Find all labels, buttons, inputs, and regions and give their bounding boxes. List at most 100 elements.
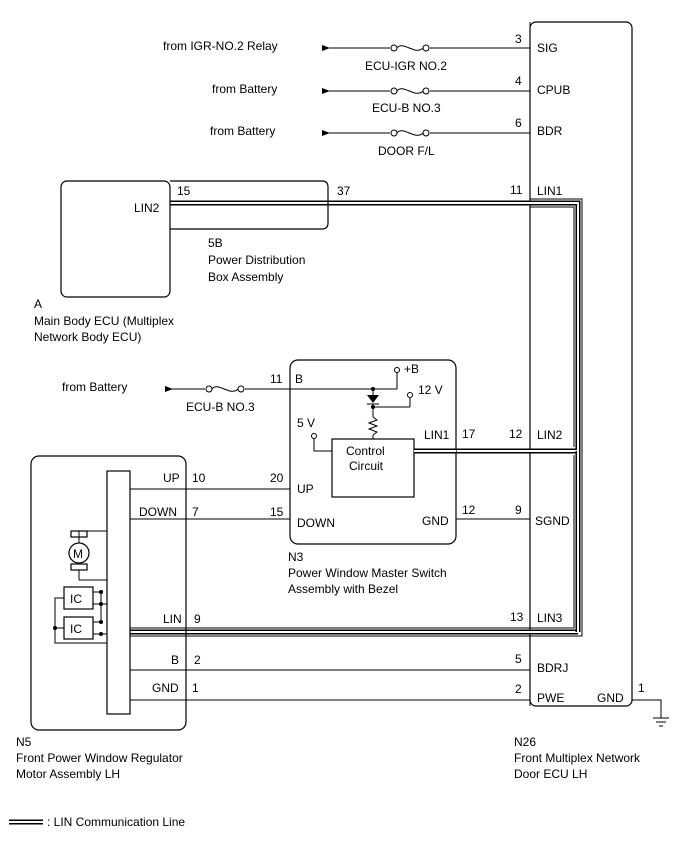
motor-name-line1: Front Power Window Regulator	[16, 751, 183, 765]
main-body-ecu-outline	[60, 180, 171, 298]
pin-lin3-label: LIN3	[537, 611, 563, 625]
pin-bdr-label: BDR	[537, 124, 563, 138]
motor-code: N5	[16, 735, 32, 749]
pin-lin2-label: LIN2	[537, 428, 563, 442]
source-battery-2-label: from Battery	[210, 124, 275, 138]
master-switch: N3 Power Window Master Switch Assembly w…	[62, 359, 476, 596]
ms-pin-down-label: DOWN	[297, 516, 335, 530]
control-circuit-label-line1: Control	[346, 444, 385, 458]
motor-pin-lin-num: 9	[194, 612, 201, 626]
master-switch-code: N3	[288, 550, 304, 564]
ic-block-1-label: IC	[70, 592, 82, 606]
pdb-outline	[170, 180, 329, 230]
pdb-code: 5B	[208, 236, 223, 250]
pin-pwe-num: 2	[515, 682, 522, 696]
pdb-pin-num: 37	[337, 184, 351, 198]
pin-pwe-label: PWE	[537, 691, 564, 705]
motor-pin-b-num: 2	[194, 653, 201, 667]
power-supply-wires: from IGR-NO.2 Relay ECU-IGR NO.2 from Ba…	[163, 39, 530, 158]
fuse-door-label: DOOR F/L	[378, 144, 435, 158]
pin-sig-label: SIG	[537, 41, 558, 55]
pin-cpub-num: 4	[515, 74, 522, 88]
motor-internal-bus	[106, 470, 131, 715]
motor-pin-down-label: DOWN	[139, 505, 177, 519]
pin-bdr-num: 6	[515, 116, 522, 130]
main-body-ecu-name-line2: Network Body ECU)	[34, 330, 141, 344]
pin-cpub-label: CPUB	[537, 83, 570, 97]
motor-pin-gnd-label: GND	[152, 681, 179, 695]
motor-symbol-label: M	[73, 547, 83, 561]
pin-gnd-num: 1	[638, 681, 645, 695]
fuse-door-symbol	[390, 129, 430, 137]
fuse-ecub1-symbol	[390, 87, 430, 95]
ms-pin-down-num: 15	[270, 505, 284, 519]
ground-icon	[632, 699, 669, 727]
main-body-ecu-name-line1: Main Body ECU (Multiplex	[34, 314, 174, 328]
motor-pin-b-label: B	[171, 653, 179, 667]
door-ecu: N26 Front Multiplex Network Door ECU LH …	[509, 21, 645, 781]
motor-pin-lin-label: LIN	[163, 612, 182, 626]
fuse-igr-label: ECU-IGR NO.2	[365, 59, 447, 73]
pin-bdrj-num: 5	[515, 652, 522, 666]
motor-symbol	[68, 542, 90, 564]
v12-terminal	[407, 392, 413, 398]
motor-pin-up-label: UP	[163, 471, 180, 485]
motor-assembly: N5 Front Power Window Regulator Motor As…	[16, 455, 206, 781]
signal-wires	[130, 488, 530, 701]
pin-sig-num: 3	[515, 32, 522, 46]
door-ecu-name-line1: Front Multiplex Network	[514, 751, 641, 765]
pin-lin1-num: 11	[510, 183, 523, 197]
v12-label: 12 V	[418, 383, 443, 397]
master-switch-name-line2: Assembly with Bezel	[288, 582, 398, 596]
ms-pin-b-num: 11	[270, 372, 283, 386]
fuse-ecub2-symbol	[205, 385, 245, 393]
pdb-name-line1: Power Distribution	[208, 253, 305, 267]
door-ecu-name-line2: Door ECU LH	[514, 767, 587, 781]
main-body-ecu: LIN2 15 A Main Body ECU (Multiplex Netwo…	[34, 180, 191, 344]
control-circuit-box	[331, 438, 415, 498]
resistor-symbol	[367, 416, 379, 436]
ic-block-2-label: IC	[70, 622, 82, 636]
door-ecu-code: N26	[514, 735, 536, 749]
control-circuit-label-line2: Circuit	[349, 459, 384, 473]
ms-pin-up-label: UP	[297, 482, 314, 496]
pin-lin1-label: LIN1	[537, 184, 563, 198]
pin-gnd-label: GND	[597, 691, 624, 705]
source-igr-label: from IGR-NO.2 Relay	[163, 39, 278, 53]
source-battery-3-label: from Battery	[62, 380, 127, 394]
power-distribution-box: 37 5B Power Distribution Box Assembly	[170, 180, 351, 284]
ms-pin-lin1-num: 17	[462, 427, 476, 441]
pin-bdrj-label: BDRJ	[537, 661, 568, 675]
main-body-ecu-code: A	[34, 297, 42, 311]
master-switch-name-line1: Power Window Master Switch	[288, 566, 447, 580]
lin-lines	[130, 198, 583, 637]
plus-b-label: +B	[404, 362, 419, 376]
v5-terminal	[311, 433, 317, 439]
ms-pin-gnd-num: 12	[462, 503, 476, 517]
fuse-igr-symbol	[390, 44, 430, 52]
motor-name-line2: Motor Assembly LH	[16, 767, 120, 781]
legend-lin-label: : LIN Communication Line	[47, 815, 185, 829]
fuse-ecub1-label: ECU-B NO.3	[372, 101, 441, 115]
pdb-name-line2: Box Assembly	[208, 270, 283, 284]
v5-label: 5 V	[297, 416, 315, 430]
motor-pin-up-num: 10	[192, 471, 206, 485]
source-battery-1-label: from Battery	[212, 82, 277, 96]
motor-pin-gnd-num: 1	[192, 681, 199, 695]
fuse-ecub2-label: ECU-B NO.3	[186, 400, 255, 414]
main-body-ecu-pin-label: LIN2	[134, 201, 160, 215]
motor-assembly-outline	[30, 455, 187, 731]
ms-pin-up-num: 20	[270, 471, 284, 485]
pin-lin3-num: 13	[510, 610, 524, 624]
motor-pin-down-num: 7	[192, 505, 199, 519]
ms-pin-b-label: B	[295, 372, 303, 386]
legend: : LIN Communication Line	[9, 815, 185, 829]
ms-pin-lin1-label: LIN1	[424, 428, 450, 442]
ms-pin-gnd-label: GND	[422, 514, 449, 528]
pin-sgnd-label: SGND	[535, 514, 570, 528]
pin-sgnd-num: 9	[515, 503, 522, 517]
pin-lin2-num: 12	[509, 427, 523, 441]
diode-symbol	[367, 395, 379, 403]
main-body-ecu-pin-num: 15	[177, 184, 191, 198]
